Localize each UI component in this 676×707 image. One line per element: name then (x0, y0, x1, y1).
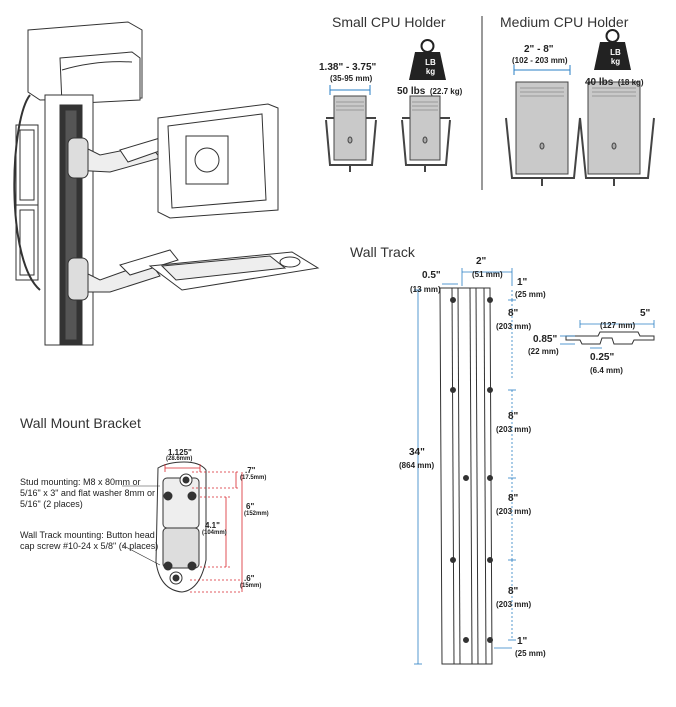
track-spacing-4-in: 8" (508, 586, 519, 597)
bracket-bottom-mm: (15mm) (240, 583, 262, 589)
track-bottom-mm: (25 mm) (515, 649, 546, 658)
bracket-width-mm: (28.6mm) (166, 456, 193, 462)
weight-icon-kg-medium: kg (610, 57, 621, 66)
track-offset-in: 0.5" (422, 270, 441, 281)
leader-lines (121, 485, 161, 566)
track-height-mm: (864 mm) (399, 461, 435, 470)
bracket-dimension-lines (164, 464, 243, 593)
profile-lip-mm: (6.4 mm) (590, 366, 623, 375)
bracket-height-in: 6" (246, 502, 255, 511)
profile-depth-mm: (22 mm) (528, 347, 559, 356)
medium-cpu-holder-illustration (505, 65, 655, 186)
small-cpu-title: Small CPU Holder (332, 14, 446, 30)
medium-cpu-width-in: 2" - 8" (524, 44, 554, 55)
workstation-illustration (13, 21, 320, 346)
small-cpu-width-in: 1.38" - 3.75" (319, 62, 377, 73)
track-spacing-4-mm: (203 mm) (496, 600, 532, 609)
track-spacing-1-mm: (203 mm) (496, 322, 532, 331)
weight-icon-kg: kg (425, 67, 436, 76)
profile-depth-in: 0.85" (533, 334, 558, 345)
medium-cpu-weight: 40 lbs (18 kg) (585, 72, 644, 90)
track-offset-mm: (13 mm) (410, 285, 441, 294)
track-top-in: 1" (517, 277, 528, 288)
small-cpu-weight: 50 lbs (22.7 kg) (397, 81, 462, 99)
profile-width-mm: (127 mm) (600, 321, 636, 330)
small-cpu-weight-lb: 50 lbs (397, 86, 426, 97)
track-spacing-3-mm: (203 mm) (496, 507, 532, 516)
medium-cpu-title: Medium CPU Holder (500, 14, 629, 30)
track-bottom-in: 1" (517, 636, 528, 647)
medium-cpu-width-mm: (102 - 203 mm) (512, 56, 568, 65)
weight-icon-label-medium: LB kg (600, 48, 631, 66)
weight-icon-lb: LB (425, 58, 436, 67)
weight-icon-label: LB kg (415, 58, 446, 76)
bracket-bottom-in: .6" (244, 574, 255, 583)
bracket-title: Wall Mount Bracket (20, 415, 141, 431)
wall-track-dimension-lines (414, 268, 516, 665)
profile-width-in: 5" (640, 308, 651, 319)
track-spacing-2-mm: (203 mm) (496, 425, 532, 434)
small-cpu-width-mm: (35-95 mm) (330, 74, 373, 83)
wall-track-illustration (439, 287, 493, 665)
track-top-mm: (25 mm) (515, 290, 546, 299)
bracket-height-mm: (152mm) (244, 511, 269, 517)
track-width-in: 2" (476, 256, 487, 267)
track-profile-illustration (565, 331, 655, 345)
small-cpu-weight-kg: (22.7 kg) (429, 87, 463, 96)
bracket-width-in: 1.125" (168, 448, 192, 457)
bracket-top-in: .7" (245, 466, 256, 475)
medium-cpu-weight-kg: (18 kg) (617, 78, 644, 87)
bracket-span-mm: (104mm) (202, 530, 227, 536)
track-spacing-1-in: 8" (508, 308, 519, 319)
bracket-stud-note: Stud mounting: M8 x 80mm or 5/16" x 3" a… (20, 477, 155, 509)
weight-icon (409, 39, 446, 80)
bracket-top-mm: (17.5mm) (240, 475, 267, 481)
bracket-illustration (155, 461, 207, 593)
weight-icon-lb-medium: LB (610, 48, 621, 57)
bracket-track-note: Wall Track mounting: Button head cap scr… (20, 530, 159, 551)
profile-lip-in: 0.25" (590, 352, 615, 363)
bracket-span-in: 4.1" (205, 521, 220, 530)
track-spacing-3-in: 8" (508, 493, 519, 504)
track-spacing-2-in: 8" (508, 411, 519, 422)
weight-icon-medium (594, 29, 631, 70)
small-cpu-holder-illustration (325, 85, 451, 172)
wall-track-title: Wall Track (350, 244, 415, 260)
track-height-in: 34" (409, 447, 425, 458)
medium-cpu-weight-lb: 40 lbs (585, 77, 614, 88)
track-width-mm: (51 mm) (472, 270, 503, 279)
profile-dimension-lines (560, 320, 655, 349)
